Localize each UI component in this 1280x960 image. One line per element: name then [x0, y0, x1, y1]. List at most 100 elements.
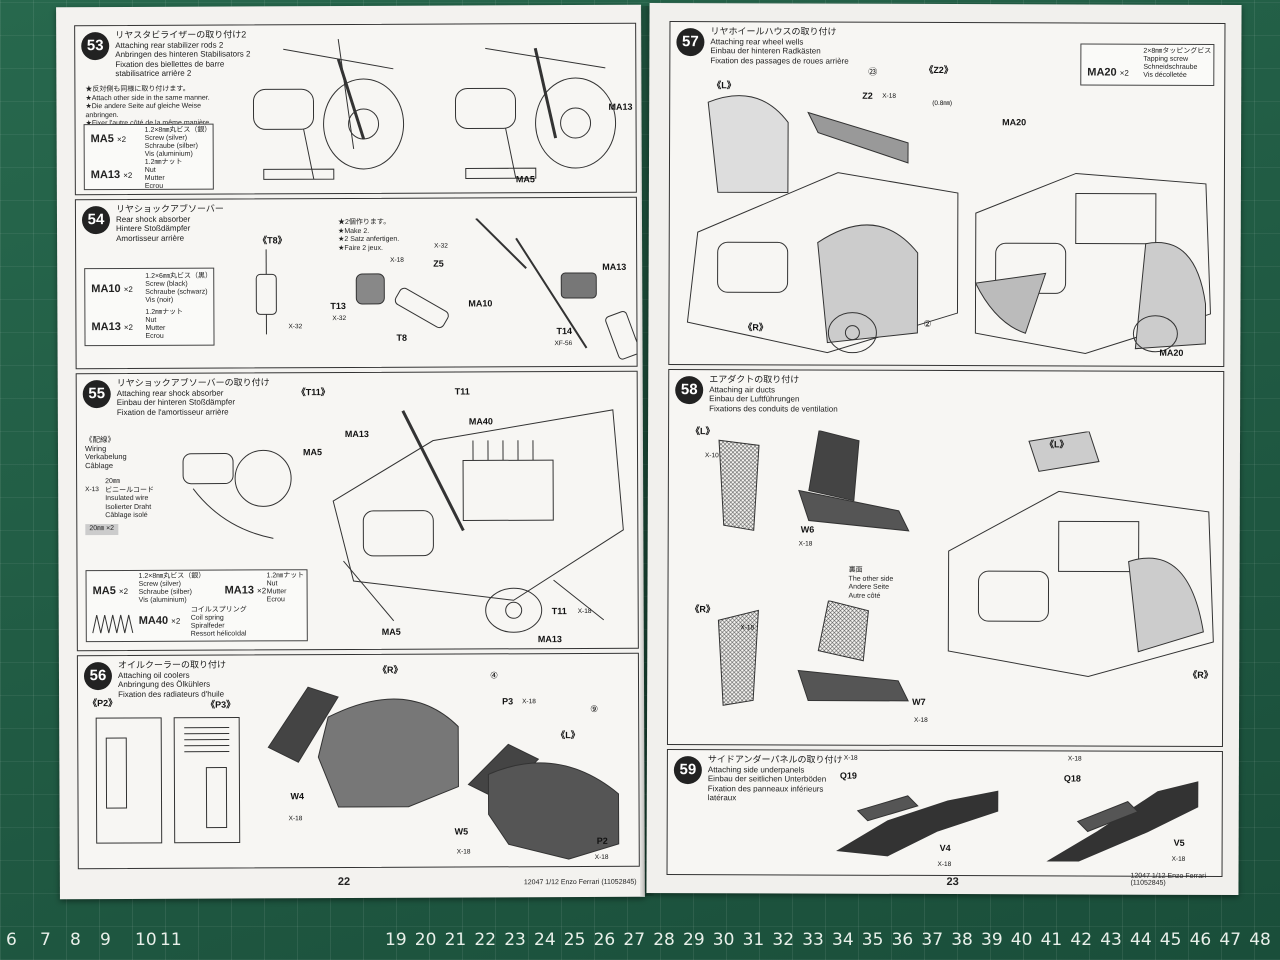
step-53-panel: 53 リヤスタビライザーの取り付け2 Attaching rear stabil… — [74, 22, 637, 196]
coil-spring-icon — [92, 614, 134, 634]
ruler-number: 28 — [653, 930, 675, 950]
callout-label: W6 — [800, 524, 815, 535]
air-duct-right-drawing — [717, 600, 909, 706]
callout-label: 《P2》 — [88, 698, 118, 709]
ruler-number: 21 — [444, 930, 467, 950]
callout-label: 《R》 — [743, 322, 768, 333]
ruler-number: 45 — [1159, 930, 1182, 950]
ruler-number: 24 — [534, 930, 556, 950]
ruler-number: 42 — [1070, 930, 1093, 950]
part-desc: コイルスプリング Coil spring Spiralfeder Ressort… — [190, 606, 247, 638]
page-number: 22 — [337, 876, 351, 889]
ruler-number: 34 — [832, 930, 854, 950]
parts-box: MA10 ×2 1.2×6㎜丸ビス（黒） Screw (black) Schra… — [84, 267, 215, 347]
part-desc: 1.2×8㎜丸ビス（銀） Screw (silver) Schraube (si… — [144, 126, 212, 158]
step-number: 57 — [676, 28, 705, 57]
callout-label: X-18 — [594, 853, 609, 861]
part-desc: 1.2㎜ナット Nut Mutter Ecrou — [145, 308, 184, 340]
callout-label: 《R》 — [690, 604, 715, 615]
callout-label: 《L》 — [1044, 439, 1069, 450]
ruler-number: 22 — [474, 930, 497, 950]
ruler-number: 7 — [40, 930, 51, 950]
ruler-number: 6 — [6, 930, 17, 950]
wiring-detail-drawing — [182, 449, 292, 539]
callout-label: 《P3》 — [206, 699, 236, 710]
callout-label: X-18 — [577, 607, 592, 616]
step-59-panel: 59 サイドアンダーパネルの取り付け Attaching side underp… — [666, 749, 1223, 877]
air-duct-left-drawing — [718, 430, 910, 532]
callout-label: 《Z2》 — [924, 64, 953, 76]
callout-label: Q18 — [1063, 773, 1081, 784]
callout-label: MA5 — [381, 626, 401, 637]
callout-label: (0.8㎜) — [932, 99, 953, 108]
callout-label: X-32 — [332, 315, 347, 323]
callout-label: W4 — [290, 791, 305, 802]
part-code: MA5 ×2 — [92, 585, 129, 598]
ruler-number: 32 — [772, 930, 795, 950]
callout-label: X-10 — [704, 452, 719, 460]
ruler-number: 48 — [1249, 930, 1271, 950]
ruler-number: 35 — [861, 930, 884, 950]
parts-box: MA5 ×2 1.2×8㎜丸ビス（銀） Screw (silver) Schra… — [85, 569, 308, 643]
step-titles: リヤホイールハウスの取り付け Attaching rear wheel well… — [710, 26, 849, 66]
callout-label: T11 — [454, 386, 470, 397]
callout-label: MA10 — [468, 298, 493, 309]
part-desc: 2×8㎜タッピングビス Tapping screw Schneidschraub… — [1143, 47, 1212, 79]
step-titles: リヤショックアブソーバー Rear shock absorber Hintere… — [115, 203, 224, 243]
step-note: ★反対側も同様に取り付けます。 ★Attach other side in th… — [85, 85, 211, 127]
callout-label: ② — [923, 318, 932, 329]
callout-label: W5 — [454, 826, 469, 837]
part-desc: 1.2×8㎜丸ビス（銀） Screw (silver) Schraube (si… — [138, 572, 206, 604]
step-number: 55 — [82, 380, 111, 409]
step-titles: サイドアンダーパネルの取り付け Attaching side underpane… — [707, 754, 843, 803]
callout-label: 《T8》 — [258, 235, 287, 246]
parts-box: MA20 ×2 2×8㎜タッピングビス Tapping screw Schnei… — [1080, 43, 1215, 86]
callout-label: 《R》 — [377, 664, 403, 675]
callout-label: X-18 — [740, 624, 755, 632]
right-page: 57 リヤホイールハウスの取り付け Attaching rear wheel w… — [646, 2, 1242, 896]
callout-label: X-32 — [288, 323, 303, 331]
ruler-number: 11 — [160, 930, 182, 950]
shock-absorber-drawing — [255, 217, 637, 360]
callout-label: X-18 — [1067, 755, 1082, 763]
ruler-number: 25 — [563, 930, 586, 950]
callout-label: 《R》 — [1188, 669, 1213, 680]
ruler-number: 26 — [593, 930, 616, 950]
wire-note: 20㎜ ビニールコード Insulated wire Isolierter Dr… — [105, 478, 155, 520]
callout-label: Z5 — [433, 258, 444, 269]
ruler-number: 37 — [921, 930, 944, 950]
callout-label: X-18 — [798, 540, 813, 548]
callout-label: X-18 — [390, 256, 404, 264]
left-page: 53 リヤスタビライザーの取り付け2 Attaching rear stabil… — [56, 4, 645, 900]
ruler-number: 38 — [951, 930, 973, 950]
part-code: MA40 ×2 — [138, 614, 181, 627]
ruler-number: 47 — [1219, 930, 1242, 950]
wheel-well-result-drawing — [974, 172, 1211, 355]
callout-label: X-13 — [85, 486, 99, 494]
part-code: MA5 ×2 — [90, 133, 127, 146]
ruler-number: 27 — [623, 930, 646, 950]
callout-label: W7 — [912, 696, 926, 707]
step-56-panel: 56 オイルクーラーの取り付け Attaching oil coolers An… — [76, 652, 640, 870]
callout-label: MA5 — [515, 174, 535, 185]
ruler-number: 39 — [981, 930, 1003, 950]
part-code: MA20 ×2 — [1087, 66, 1129, 79]
part-code: MA13 ×2 — [91, 321, 134, 334]
page-footer: 12047 1/12 Enzo Ferrari (11052845) — [1130, 872, 1207, 887]
callout-label: X-18 — [882, 92, 896, 100]
callout-label: X-18 — [843, 754, 858, 762]
step-number: 54 — [81, 206, 111, 235]
step-number: 56 — [83, 662, 113, 691]
callout-label: MA13 — [602, 261, 627, 272]
ruler-number: 41 — [1040, 930, 1063, 950]
right-oil-cooler-drawing — [267, 686, 459, 808]
callout-label: X-18 — [288, 815, 303, 823]
step-number: 59 — [673, 756, 702, 785]
body-with-ducts-drawing — [947, 430, 1214, 678]
ruler-number: 8 — [70, 930, 81, 950]
wheel-well-assembly-drawing — [686, 95, 959, 354]
ruler-number: 30 — [712, 930, 735, 950]
other-side-note: 裏面 The other side Andere Seite Autre côt… — [848, 566, 894, 600]
callout-label: XF-56 — [554, 340, 573, 348]
step-54-panel: 54 リヤショックアブソーバー Rear shock absorber Hint… — [74, 196, 638, 370]
